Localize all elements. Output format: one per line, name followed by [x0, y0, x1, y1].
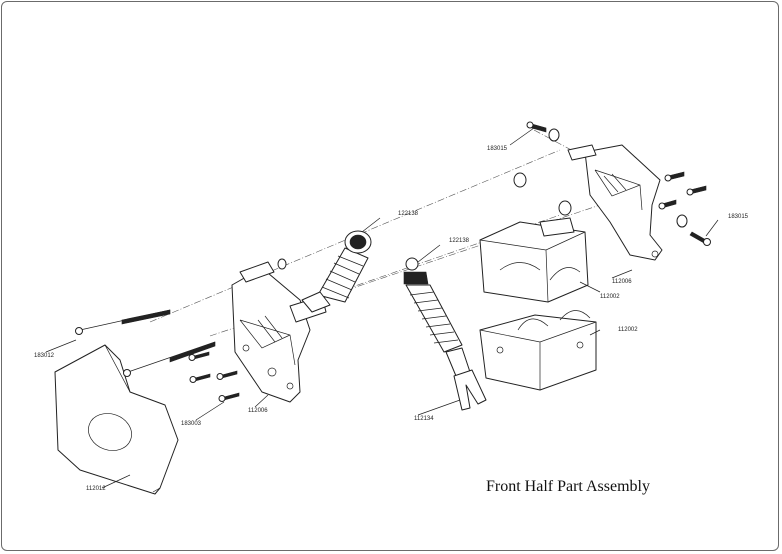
- gearbox-upper-half: [479, 217, 589, 303]
- right-shock-mount: [513, 144, 663, 261]
- shock-absorber-upper: [301, 230, 372, 313]
- gearbox-lower-half: [479, 310, 597, 391]
- left-shock-mount: [231, 258, 327, 403]
- label-screws-small: 183003: [181, 421, 202, 427]
- label-shock-top: 122138: [398, 211, 419, 217]
- label-gearbox-top: 112002: [600, 294, 620, 300]
- label-screw-right: 183015: [728, 214, 749, 220]
- right-screws: [526, 121, 711, 246]
- shock-absorber-lower: [403, 257, 487, 411]
- label-shock-middle: 122138: [449, 238, 470, 244]
- small-screws: [188, 351, 240, 402]
- label-gearbox-bottom: 112002: [618, 327, 638, 333]
- label-skid-plate: 112012: [86, 486, 106, 492]
- long-screws: [75, 309, 216, 377]
- label-mount-left: 112006: [248, 408, 268, 414]
- leader-lines: [45, 127, 719, 489]
- label-screw-long: 183012: [34, 353, 55, 359]
- skid-plate: [54, 344, 179, 495]
- drawing-title: Front Half Part Assembly: [486, 478, 650, 495]
- label-mount-right: 112006: [612, 279, 632, 285]
- label-shock-end: 112134: [414, 416, 434, 422]
- label-screw-top-right: 183015: [487, 146, 508, 152]
